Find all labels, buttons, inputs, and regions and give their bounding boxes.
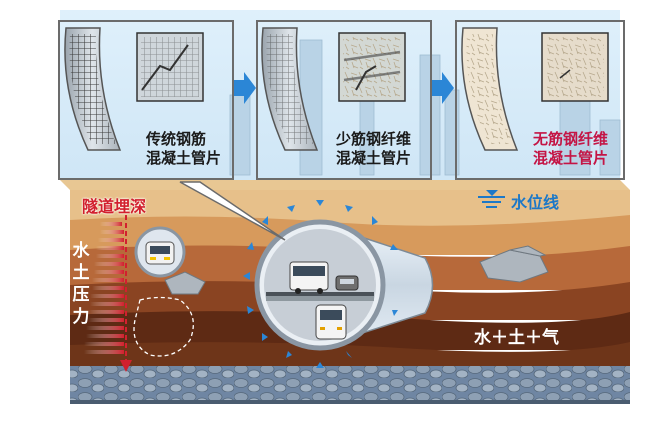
boulder-left bbox=[164, 271, 206, 295]
panel-traditional-rc-segment: 传统钢筋 混凝土管片 bbox=[58, 20, 234, 180]
earth-pressure-label: 水 土 压 力 bbox=[70, 240, 92, 328]
earth-pressure-char-2: 土 bbox=[72, 263, 90, 283]
panel-1-segment-art bbox=[64, 27, 204, 151]
panel-callout-pointer bbox=[179, 181, 286, 241]
panel-3-segment-art bbox=[461, 27, 609, 151]
panel-arrow-2 bbox=[432, 72, 454, 104]
shallow-tunnel bbox=[134, 226, 186, 278]
panel-1-label-line1: 传统钢筋 bbox=[146, 130, 207, 148]
panel-low-rebar-sfrc-segment: 少筋钢纤维 混凝土管片 bbox=[256, 20, 432, 180]
tunnel-position-dashed-outline bbox=[133, 296, 194, 357]
panel-1-label-line2: 混凝土管片 bbox=[146, 149, 222, 167]
soil-layer-6 bbox=[70, 342, 630, 368]
subway-train bbox=[315, 304, 347, 340]
earth-pressure-char-1: 水 bbox=[72, 241, 90, 261]
panel-2-segment-art bbox=[261, 27, 406, 151]
pressure-gradient-bars bbox=[84, 222, 124, 354]
load-components-label: 水＋土＋气 bbox=[474, 328, 559, 348]
water-level-label: 水位线 bbox=[511, 193, 560, 212]
panel-arrow-1 bbox=[234, 72, 256, 104]
bus bbox=[289, 261, 329, 294]
tunnel-slab bbox=[266, 296, 374, 301]
car bbox=[335, 275, 359, 291]
panel-2-label-line2: 混凝土管片 bbox=[336, 149, 412, 167]
burial-depth-label: 隧道埋深 bbox=[82, 197, 147, 216]
earth-pressure-char-3: 压 bbox=[72, 285, 90, 305]
boulder-right bbox=[479, 245, 549, 283]
main-tunnel bbox=[254, 219, 434, 351]
panel-3-label-line2: 混凝土管片 bbox=[533, 149, 609, 167]
ground-bottom-edge bbox=[70, 400, 630, 404]
panel-3-label-line1: 无筋钢纤维 bbox=[533, 130, 609, 148]
panel-2-label-line1: 少筋钢纤维 bbox=[336, 130, 412, 148]
panel-rebar-free-sfrc-segment: 无筋钢纤维 混凝土管片 bbox=[455, 20, 625, 180]
load-arrows bbox=[243, 200, 398, 368]
water-level-symbol bbox=[478, 190, 505, 208]
earth-pressure-char-4: 力 bbox=[72, 307, 90, 327]
burial-depth-arrowhead bbox=[120, 360, 132, 372]
